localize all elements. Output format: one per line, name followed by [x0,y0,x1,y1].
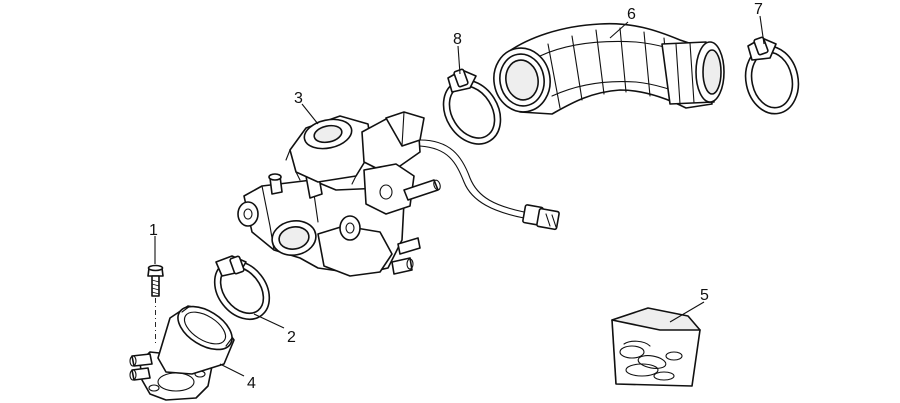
part-5-gasket-kit[interactable] [611,307,701,387]
callout-1: 1 [149,222,158,239]
callout-6: 6 [627,6,636,23]
callout-3: 3 [294,90,303,107]
part-8-hose-clamp[interactable] [432,68,512,155]
callout-8: 8 [453,31,462,48]
callout-4: 4 [247,375,256,392]
part-3-carburetor[interactable] [237,111,560,277]
callout-5: 5 [700,287,709,304]
part-1-bolt[interactable] [147,264,164,297]
part-6-intake-duct[interactable] [489,22,725,117]
part-4-intake-manifold[interactable] [129,298,239,401]
callout-2: 2 [287,329,296,346]
part-2-hose-clamp[interactable] [203,250,280,330]
part-7-hose-clamp[interactable] [739,36,804,119]
callout-7: 7 [754,1,763,18]
leader-lines [154,15,765,377]
